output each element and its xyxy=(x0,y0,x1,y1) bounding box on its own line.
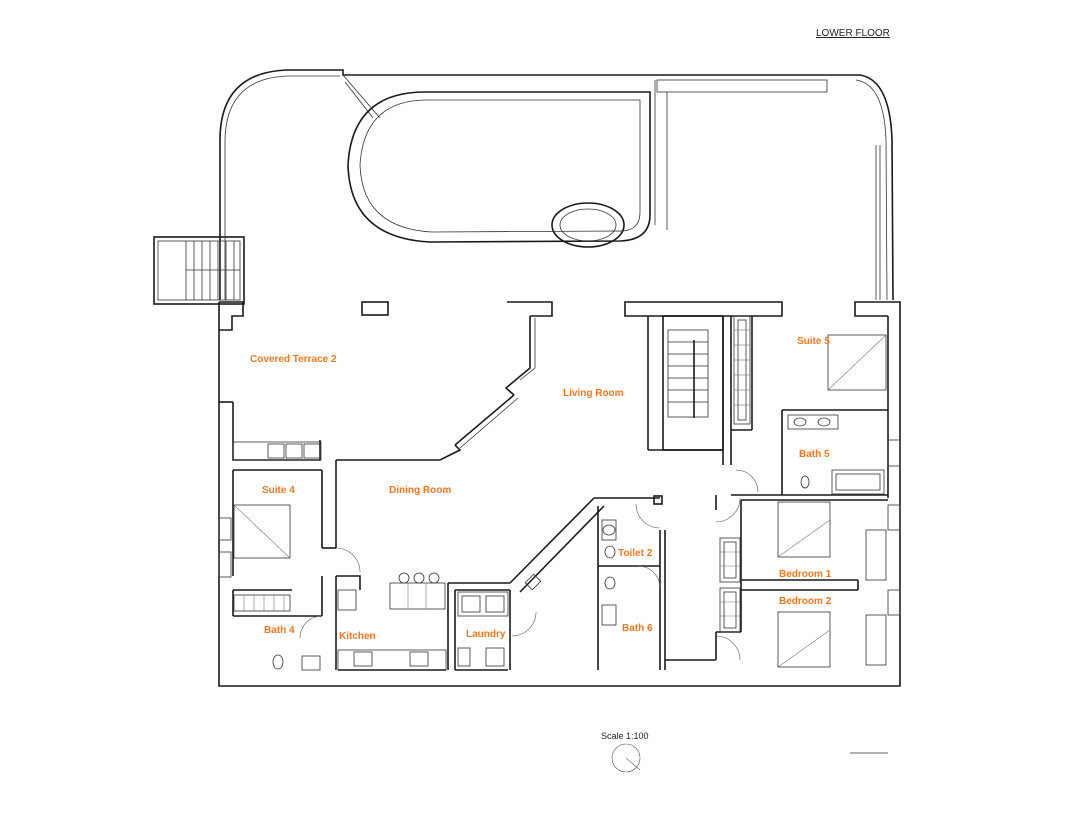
interior-stairs xyxy=(667,329,709,418)
sanitary-fixtures xyxy=(272,414,885,671)
door-swings xyxy=(299,469,888,773)
room-label-suite-5: Suite 5 xyxy=(797,336,830,347)
exterior-walls xyxy=(218,301,901,687)
interior-walls xyxy=(232,315,889,670)
room-label-bath-5: Bath 5 xyxy=(799,449,830,460)
room-label-bedroom-1: Bedroom 1 xyxy=(779,569,832,580)
beds xyxy=(233,334,887,668)
windows xyxy=(218,439,901,666)
scale-label: Scale 1:100 xyxy=(601,731,649,741)
terrace-counter xyxy=(232,441,322,461)
floor-title: LOWER FLOOR xyxy=(816,28,890,39)
room-label-living-room: Living Room xyxy=(563,388,624,399)
room-label-toilet-2: Toilet 2 xyxy=(618,548,653,559)
swimming-pool xyxy=(347,91,651,248)
room-label-covered-terrace-2: Covered Terrace 2 xyxy=(250,354,337,365)
counters xyxy=(337,572,509,671)
room-label-bath-6: Bath 6 xyxy=(622,623,653,634)
room-label-bath-4: Bath 4 xyxy=(264,625,295,636)
room-label-suite-4: Suite 4 xyxy=(262,485,295,496)
exterior-stairs xyxy=(153,236,245,305)
room-label-bedroom-2: Bedroom 2 xyxy=(779,596,832,607)
pool-deck xyxy=(219,69,894,301)
wardrobes xyxy=(233,315,751,633)
room-label-laundry: Laundry xyxy=(466,629,506,640)
room-label-kitchen: Kitchen xyxy=(339,631,376,642)
room-label-dining-room: Dining Room xyxy=(389,485,452,496)
